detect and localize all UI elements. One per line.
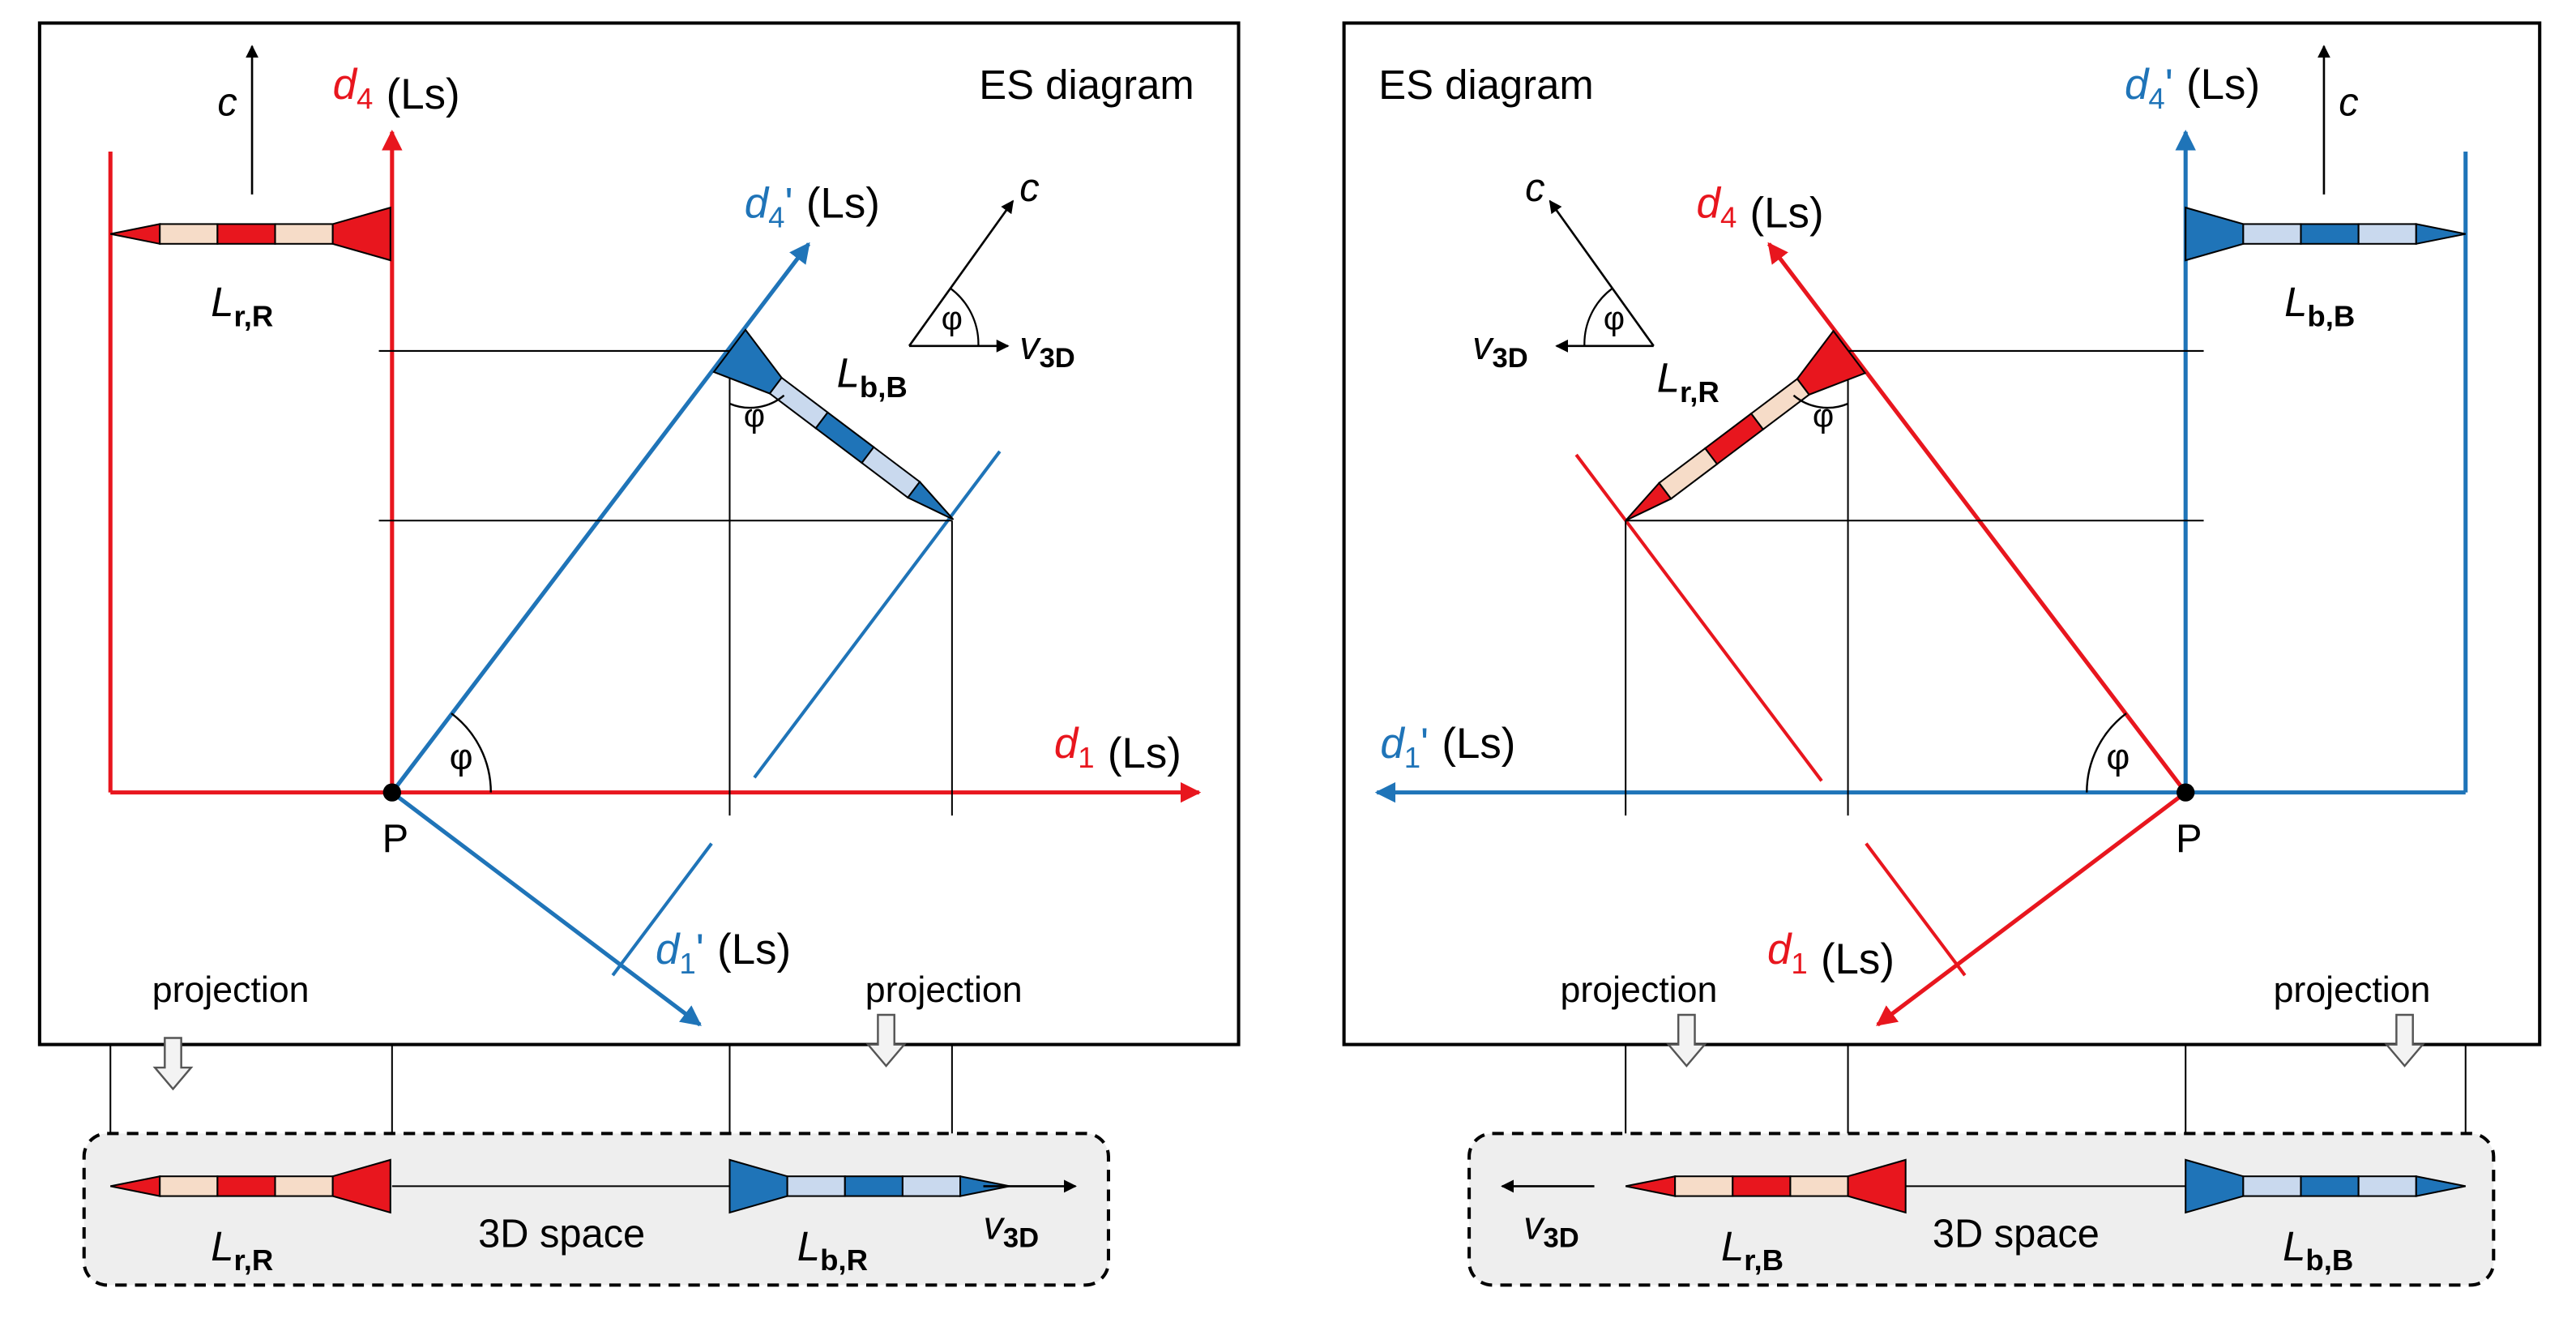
right-bottom-v3d-label: v3D bbox=[1523, 1204, 1579, 1253]
left-d1-label: d1(Ls) bbox=[1054, 720, 1181, 777]
left-d1p-axis bbox=[391, 790, 702, 1027]
right-d4-axis bbox=[1766, 242, 2188, 794]
left-projection-label-1: projection bbox=[152, 970, 310, 1010]
right-rocket-top-label: Lb,B bbox=[2284, 279, 2355, 332]
right-red-line-upper bbox=[1574, 453, 1823, 782]
left-origin-point bbox=[382, 783, 401, 802]
right-d1-axis bbox=[1876, 790, 2187, 1027]
left-panel: ES diagram P φ d4(Ls) d1(Ls) d4'(Ls) d1'… bbox=[37, 21, 1241, 1287]
right-bottom-rocket-right-label: Lb,B bbox=[2283, 1223, 2353, 1277]
right-projection-label-1: projection bbox=[1561, 970, 1718, 1010]
right-bottom-space-label: 3D space bbox=[1933, 1213, 2100, 1256]
left-phi-label-rocket: φ bbox=[744, 396, 765, 434]
right-v3d-label: v3D bbox=[1472, 324, 1528, 374]
left-d4p-axis bbox=[390, 242, 811, 794]
right-d1p-label: d1'(Ls) bbox=[1380, 720, 1515, 774]
left-bottom-v3d-label: v3D bbox=[983, 1204, 1039, 1253]
right-vel-c-label: c bbox=[1525, 166, 1544, 210]
left-d4-label: d4(Ls) bbox=[333, 61, 460, 118]
left-d4p-label: d4'(Ls) bbox=[745, 179, 880, 233]
left-rocket-top-label: Lr,R bbox=[211, 279, 273, 332]
left-projection-connectors bbox=[109, 1044, 953, 1134]
left-c-label: c bbox=[217, 80, 237, 124]
left-blue-line-upper bbox=[753, 450, 1002, 779]
left-point-label: P bbox=[382, 817, 409, 861]
right-rocket-tilted-label: Lr,R bbox=[1657, 355, 1719, 409]
left-v3d-label: v3D bbox=[1019, 324, 1075, 374]
left-blue-line-lower bbox=[611, 842, 713, 977]
right-vel-phi-label: φ bbox=[1604, 299, 1625, 336]
right-frame bbox=[1342, 21, 2542, 1046]
left-title: ES diagram bbox=[979, 62, 1194, 108]
left-vel-c-label: c bbox=[1019, 166, 1039, 210]
right-projection-connectors bbox=[1625, 1044, 2467, 1134]
left-phi-arc-origin bbox=[451, 712, 492, 793]
right-panel: ES diagram P φ d4'(Ls) d1'(Ls) d4(Ls) d1… bbox=[1342, 21, 2542, 1287]
right-point-label: P bbox=[2176, 817, 2202, 861]
right-phi-arc-origin bbox=[2086, 712, 2127, 793]
right-origin-point bbox=[2177, 783, 2195, 802]
left-3d-space-box bbox=[82, 1132, 1110, 1287]
left-phi-arc-rocket bbox=[729, 394, 785, 409]
right-bottom-rocket-left-label: Lr,B bbox=[1721, 1223, 1784, 1277]
left-bottom-rocket-right-label: Lb,R bbox=[797, 1223, 868, 1277]
right-velocity-triangle bbox=[1549, 199, 1655, 353]
left-bottom-rocket-left-label: Lr,R bbox=[211, 1223, 273, 1277]
right-d4-label: d4(Ls) bbox=[1697, 179, 1824, 237]
right-title: ES diagram bbox=[1378, 62, 1593, 108]
left-bottom-space-label: 3D space bbox=[478, 1213, 645, 1256]
right-phi-label-rocket: φ bbox=[1813, 396, 1834, 434]
right-c-label: c bbox=[2339, 80, 2358, 124]
right-phi-arc-rocket bbox=[1792, 394, 1849, 409]
right-3d-space-box bbox=[1467, 1132, 2496, 1287]
left-rocket-tilted-label: Lb,B bbox=[837, 350, 908, 404]
left-frame bbox=[37, 21, 1241, 1046]
left-velocity-triangle bbox=[908, 199, 1015, 353]
left-projection-label-2: projection bbox=[865, 970, 1023, 1010]
right-d1-label: d1(Ls) bbox=[1767, 926, 1895, 983]
left-d1p-label: d1'(Ls) bbox=[656, 926, 791, 980]
left-vel-phi-label: φ bbox=[942, 299, 963, 336]
right-red-line-lower bbox=[1865, 842, 1967, 977]
right-projection-label-2: projection bbox=[2274, 970, 2431, 1010]
right-phi-label-origin: φ bbox=[2106, 738, 2130, 777]
left-phi-label-origin: φ bbox=[450, 738, 473, 777]
right-d4p-label: d4'(Ls) bbox=[2125, 61, 2260, 115]
